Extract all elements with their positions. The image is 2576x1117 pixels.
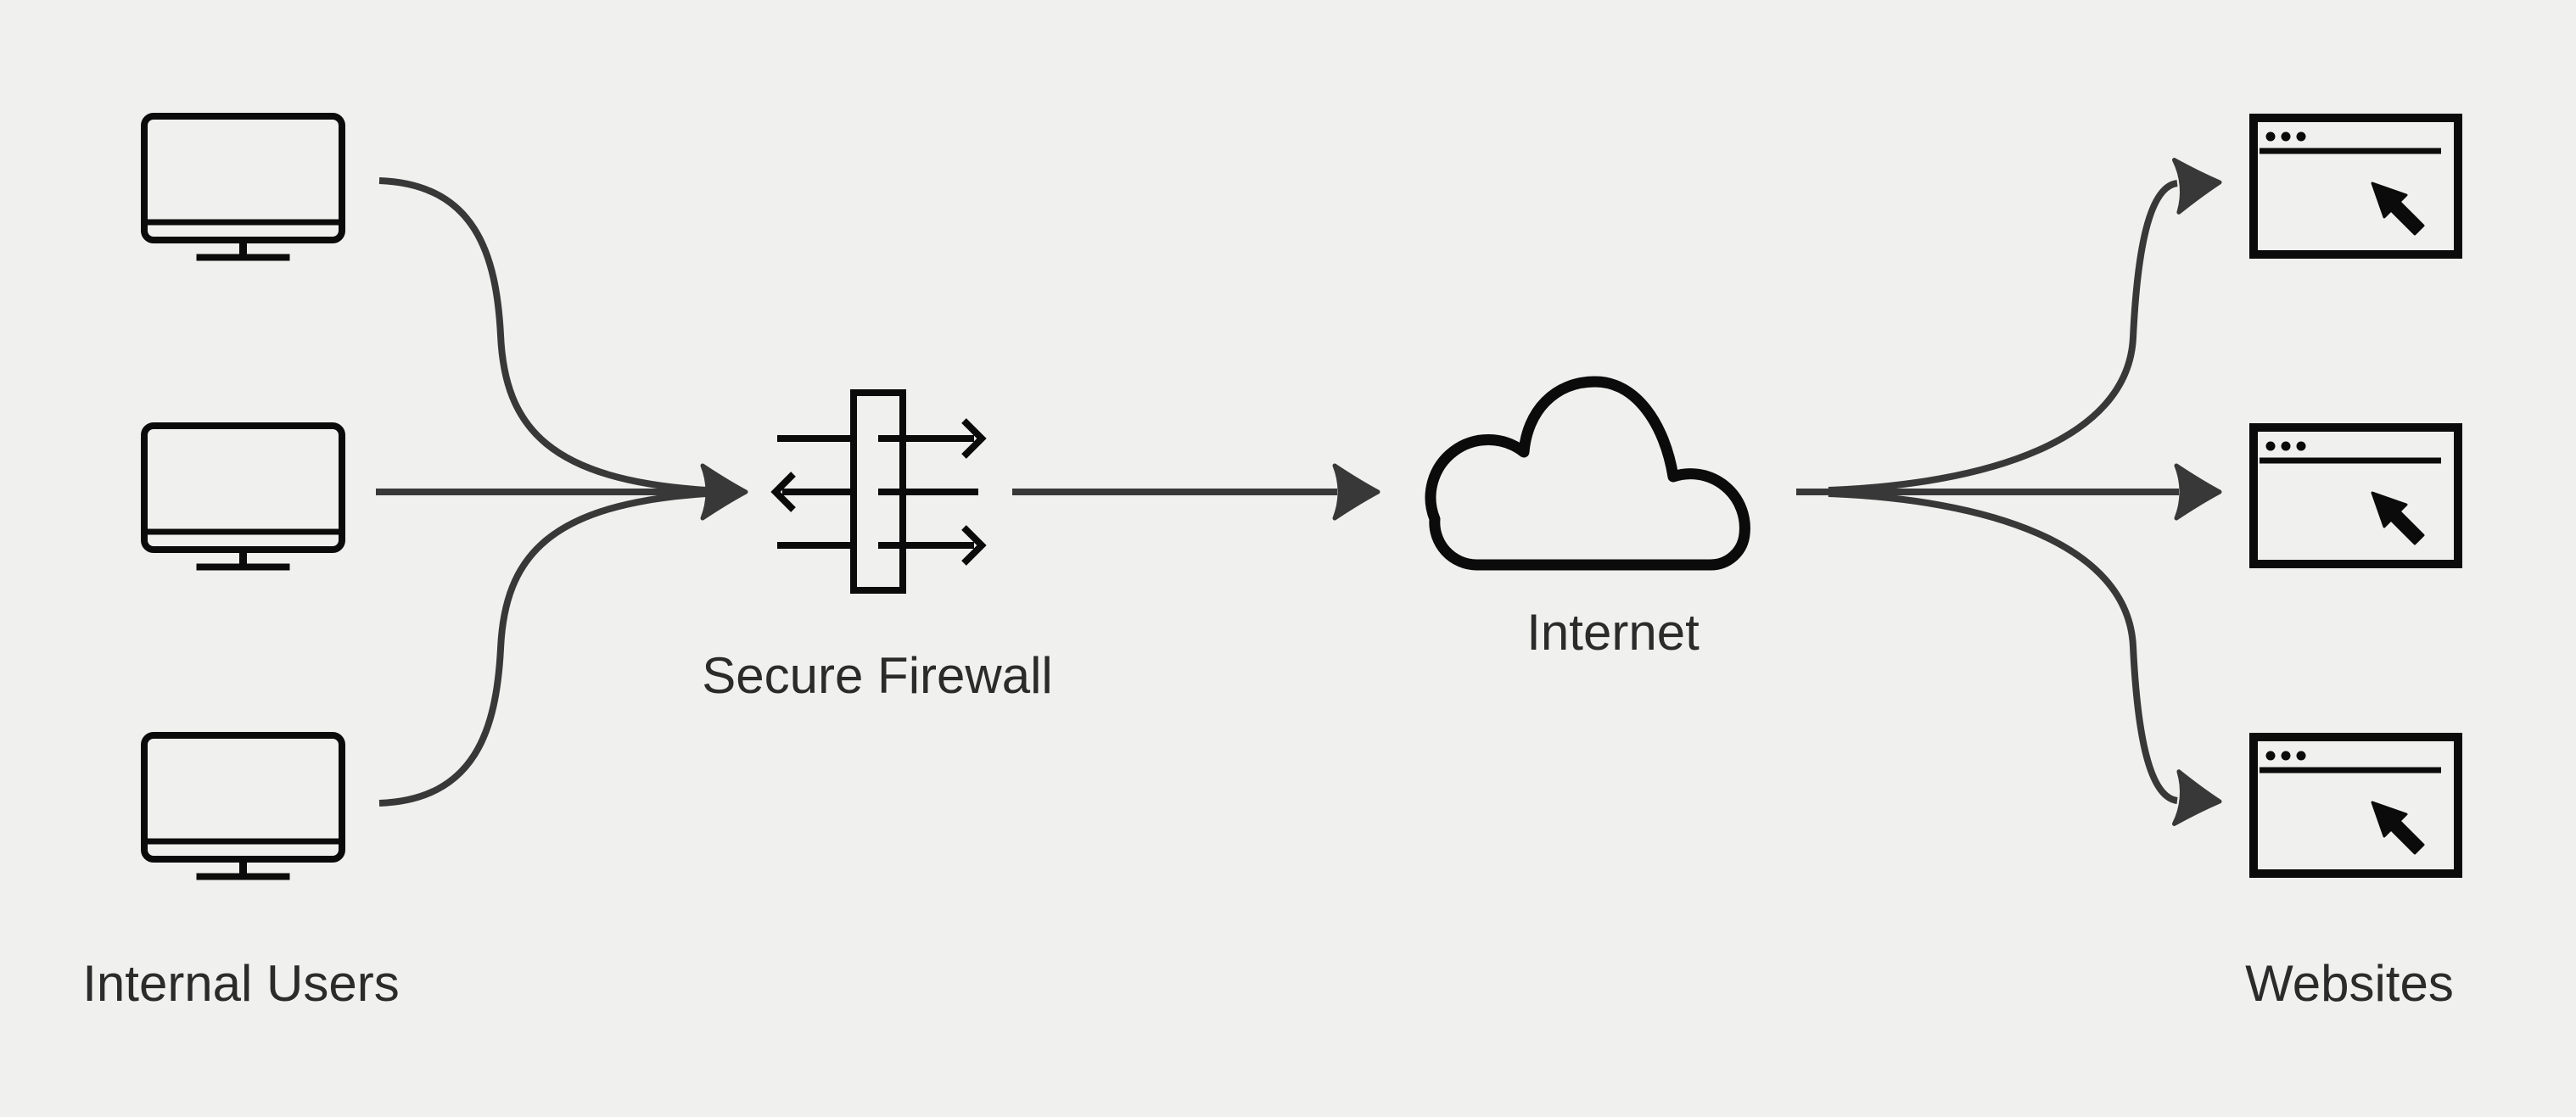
internal-users-node: Internal Users — [82, 116, 400, 1012]
browser-window-cursor-icon — [2254, 427, 2458, 564]
edge-internet-to-website3 — [1828, 490, 2178, 804]
websites-label: Websites — [2245, 955, 2454, 1012]
internet-label: Internet — [1526, 604, 1700, 661]
edge-user1-to-firewall — [378, 177, 708, 494]
websites-node: Websites — [2245, 118, 2458, 1012]
arrowhead-into-website2 — [2176, 466, 2220, 518]
cloud-icon — [1425, 376, 1750, 571]
desktop-monitor-icon — [144, 426, 342, 567]
arrowhead-into-website1 — [2174, 156, 2221, 212]
browser-window-cursor-icon — [2254, 118, 2458, 254]
desktop-monitor-icon — [144, 116, 342, 258]
firewall-icon — [770, 389, 987, 594]
connectors — [376, 156, 2222, 828]
edge-internet-to-website1 — [1828, 180, 2178, 494]
internet-node: Internet — [1425, 376, 1750, 661]
internal-users-label: Internal Users — [82, 955, 399, 1012]
desktop-monitor-icon — [144, 735, 342, 877]
arrowhead-into-firewall — [703, 466, 746, 518]
edge-user3-to-firewall — [378, 490, 708, 807]
browser-window-cursor-icon — [2254, 737, 2458, 874]
arrowhead-into-website3 — [2174, 772, 2221, 828]
secure-firewall-node: Secure Firewall — [702, 389, 1053, 704]
arrowhead-into-internet — [1335, 466, 1378, 518]
secure-firewall-label: Secure Firewall — [702, 647, 1052, 704]
